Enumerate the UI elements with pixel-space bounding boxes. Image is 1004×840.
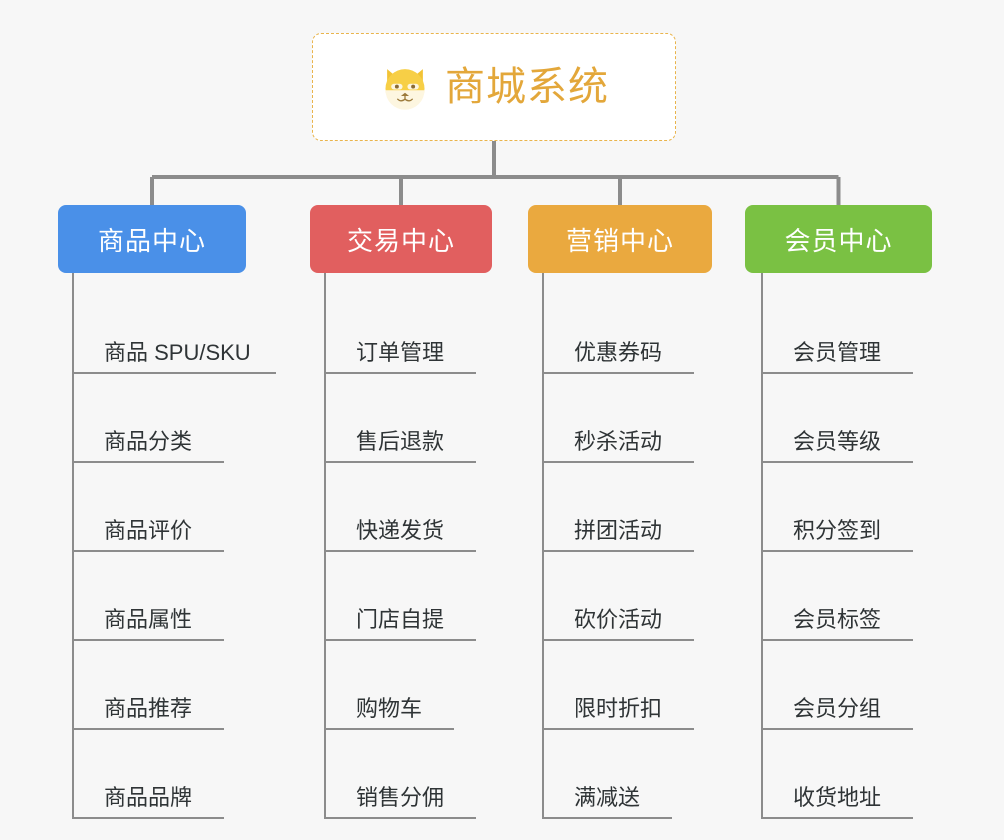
leaf-item-label: 门店自提	[356, 606, 445, 632]
leaf-item[interactable]: 秒杀活动	[542, 374, 694, 463]
category-box-4[interactable]: 会员中心	[745, 205, 932, 273]
leaf-item-label: 收货地址	[793, 784, 882, 810]
leaf-item-label: 商品 SPU/SKU	[104, 339, 251, 365]
leaf-item-label: 商品推荐	[104, 695, 193, 721]
leaf-item[interactable]: 会员分组	[761, 641, 913, 730]
leaf-item[interactable]: 限时折扣	[542, 641, 694, 730]
leaf-item[interactable]: 会员标签	[761, 552, 913, 641]
leaf-item-label: 秒杀活动	[574, 428, 663, 454]
leaf-item[interactable]: 售后退款	[324, 374, 476, 463]
leaf-item[interactable]: 砍价活动	[542, 552, 694, 641]
leaf-item-label: 限时折扣	[574, 695, 663, 721]
leaf-item-label: 商品属性	[104, 606, 193, 632]
leaf-item[interactable]: 商品评价	[72, 463, 224, 552]
category-label: 营销中心	[565, 225, 674, 256]
leaf-item[interactable]: 销售分佣	[324, 730, 476, 819]
leaf-list: 商品 SPU/SKU 商品分类商品评价商品属性商品推荐商品品牌	[72, 273, 276, 819]
leaf-item[interactable]: 会员等级	[761, 374, 913, 463]
category-box-1[interactable]: 商品中心	[58, 205, 246, 273]
category-label: 交易中心	[346, 225, 455, 256]
leaf-item[interactable]: 收货地址	[761, 730, 913, 819]
leaf-item[interactable]: 积分签到	[761, 463, 913, 552]
leaf-item[interactable]: 购物车	[324, 641, 454, 730]
leaf-item-label: 售后退款	[356, 428, 445, 454]
root-title: 商城系统	[445, 65, 609, 109]
leaf-item[interactable]: 商品品牌	[72, 730, 224, 819]
leaf-item-label: 商品评价	[104, 517, 193, 543]
leaf-item-label: 商品品牌	[104, 784, 193, 810]
leaf-item-label: 快递发货	[356, 517, 445, 543]
leaf-item-label: 订单管理	[356, 339, 445, 365]
root-node[interactable]: 商城系统	[312, 33, 676, 141]
leaf-item[interactable]: 会员管理	[761, 273, 913, 374]
leaf-item[interactable]: 商品分类	[72, 374, 224, 463]
category-box-2[interactable]: 交易中心	[310, 205, 492, 273]
leaf-list: 优惠券码秒杀活动拼团活动砍价活动限时折扣满减送	[542, 273, 694, 819]
leaf-item[interactable]: 满减送	[542, 730, 672, 819]
category-label: 会员中心	[784, 225, 893, 256]
leaf-item-label: 销售分佣	[356, 784, 445, 810]
leaf-item-label: 会员管理	[793, 339, 882, 365]
leaf-item-label: 商品分类	[104, 428, 193, 454]
leaf-item-label: 砍价活动	[574, 606, 663, 632]
leaf-item[interactable]: 门店自提	[324, 552, 476, 641]
category-label: 商品中心	[97, 225, 206, 256]
leaf-item-label: 拼团活动	[574, 517, 663, 543]
leaf-item[interactable]: 商品 SPU/SKU	[72, 273, 276, 374]
leaf-item[interactable]: 商品推荐	[72, 641, 224, 730]
leaf-item-label: 购物车	[356, 695, 423, 721]
leaf-item-label: 优惠券码	[574, 339, 663, 365]
leaf-item[interactable]: 订单管理	[324, 273, 476, 374]
leaf-item-label: 积分签到	[793, 517, 882, 543]
leaf-item-label: 会员标签	[793, 606, 882, 632]
leaf-list: 会员管理会员等级积分签到会员标签会员分组收货地址	[761, 273, 913, 819]
leaf-item-label: 满减送	[574, 784, 641, 810]
leaf-item-label: 会员等级	[793, 428, 882, 454]
leaf-item[interactable]: 优惠券码	[542, 273, 694, 374]
leaf-item[interactable]: 商品属性	[72, 552, 224, 641]
leaf-item-label: 会员分组	[793, 695, 882, 721]
shiba-dog-face-icon	[385, 69, 425, 110]
category-box-3[interactable]: 营销中心	[528, 205, 712, 273]
leaf-list: 订单管理售后退款快递发货门店自提购物车销售分佣	[324, 273, 476, 819]
leaf-item[interactable]: 快递发货	[324, 463, 476, 552]
leaf-item[interactable]: 拼团活动	[542, 463, 694, 552]
